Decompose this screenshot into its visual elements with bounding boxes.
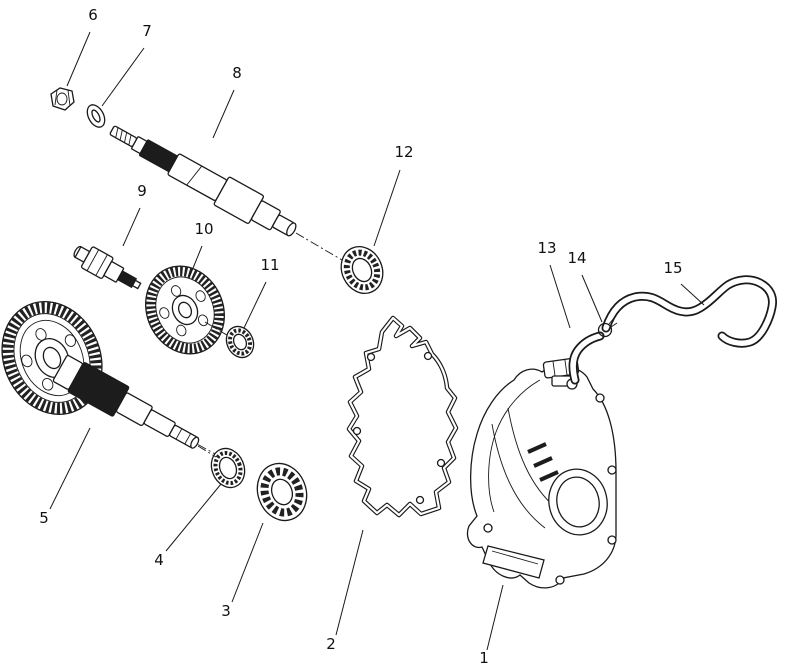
leader-line-11 (243, 281, 267, 329)
callout-3: 3 (221, 602, 231, 620)
centerline-shaft8 (295, 232, 343, 261)
callout-1: 1 (479, 649, 489, 667)
part-bearing-upper (340, 246, 384, 294)
centerline-shaft5 (197, 445, 217, 458)
callout-8: 8 (232, 64, 242, 82)
leader-line-4 (165, 483, 222, 552)
callout-labels: 1 2 3 4 5 6 7 8 9 10 11 12 13 14 15 (39, 6, 682, 667)
leader-line-6 (66, 31, 91, 87)
callout-11: 11 (260, 256, 279, 274)
callout-5: 5 (39, 509, 49, 527)
callout-10: 10 (194, 220, 213, 238)
callout-14: 14 (567, 249, 586, 267)
leader-lines (49, 31, 705, 651)
leader-line-9 (122, 207, 141, 247)
callout-15: 15 (663, 259, 682, 277)
callout-9: 9 (137, 182, 147, 200)
part-gear (145, 265, 225, 355)
part-coupling (73, 245, 142, 290)
part-breather-tube (601, 275, 777, 348)
part-oil-seal (210, 447, 246, 489)
part-cover (466, 357, 617, 589)
leader-line-14 (581, 274, 603, 323)
leader-line-8 (212, 89, 235, 139)
leader-line-2 (335, 529, 364, 636)
part-gasket (346, 315, 459, 518)
leader-line-7 (101, 47, 145, 107)
leader-line-10 (188, 245, 203, 279)
callout-2: 2 (326, 635, 336, 653)
leader-line-1 (486, 584, 504, 651)
part-washer (86, 104, 106, 128)
callout-13: 13 (537, 239, 556, 257)
part-spacer-bearing (225, 325, 255, 359)
callout-7: 7 (142, 22, 152, 40)
leader-line-12 (373, 169, 401, 247)
part-input-shaft (109, 125, 343, 261)
leader-line-15 (680, 283, 705, 306)
part-nut (50, 87, 75, 111)
callout-4: 4 (154, 551, 164, 569)
leader-line-5 (49, 427, 91, 510)
callout-12: 12 (394, 143, 413, 161)
part-clamp (597, 317, 618, 338)
part-breather-elbow (568, 331, 605, 385)
leader-line-3 (231, 522, 264, 603)
callout-6: 6 (88, 6, 98, 24)
part-bearing-lower (256, 462, 308, 522)
leader-line-13 (549, 264, 571, 329)
